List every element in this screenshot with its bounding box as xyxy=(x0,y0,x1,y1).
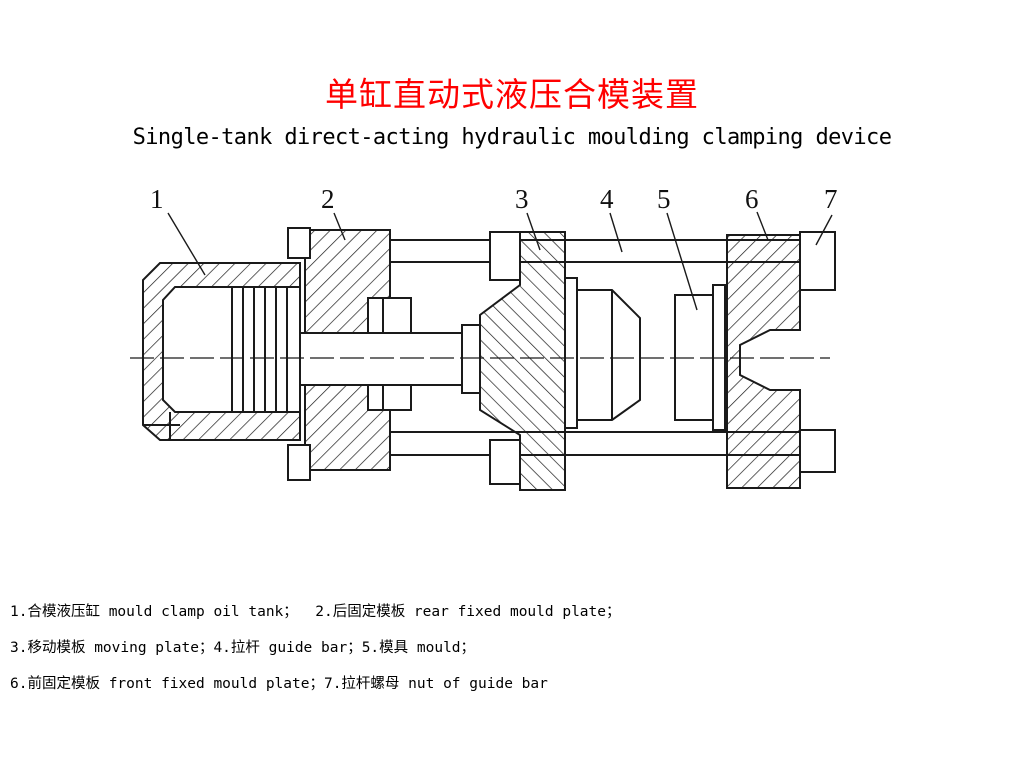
page-title-chinese: 单缸直动式液压合模装置 xyxy=(325,75,699,114)
legend-line-1: 1.合模液压缸 mould clamp oil tank； 2.后固定模板 re… xyxy=(10,604,621,620)
callout-1: 1 xyxy=(150,184,164,214)
piston-rod xyxy=(299,324,481,394)
callout-3: 3 xyxy=(515,184,529,214)
clamping-device-diagram: 1 2 3 4 5 6 7 xyxy=(130,184,838,491)
callout-7: 7 xyxy=(824,184,838,214)
callout-5: 5 xyxy=(657,184,671,214)
callout-4: 4 xyxy=(600,184,614,214)
page-title-english: Single-tank direct-acting hydraulic moul… xyxy=(132,125,892,150)
front-fixed-plate xyxy=(726,234,801,489)
moving-plate xyxy=(479,231,566,491)
legend-line-2: 3.移动模板 moving plate；4.拉杆 guide bar；5.模具 … xyxy=(10,640,476,656)
callout-6: 6 xyxy=(745,184,759,214)
legend-line-3: 6.前固定模板 front fixed mould plate；7.拉杆螺母 n… xyxy=(10,676,548,692)
guide-bar-nuts xyxy=(799,231,836,473)
rear-fixed-plate xyxy=(287,227,412,481)
parts-legend: 1.合模液压缸 mould clamp oil tank； 2.后固定模板 re… xyxy=(10,601,621,709)
mould xyxy=(564,277,726,431)
leader-lines xyxy=(167,211,833,311)
callout-2: 2 xyxy=(321,184,335,214)
piston xyxy=(231,286,301,413)
